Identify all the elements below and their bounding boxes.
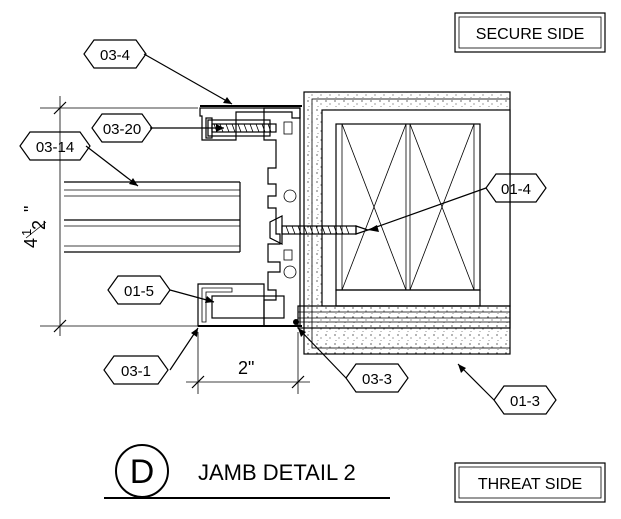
callout-01-5: 01-5: [107, 275, 171, 305]
callout-01-4-label: 01-4: [501, 181, 531, 198]
detail-title-text: JAMB DETAIL 2: [198, 460, 356, 485]
glazing-panel: [64, 181, 241, 253]
callout-03-1-label: 03-1: [121, 363, 151, 380]
callout-03-14: 03-14: [19, 131, 91, 161]
height-dimension: [40, 96, 198, 336]
height-dimension-fraction-bar: [25, 221, 47, 239]
callout-03-3-label: 03-3: [362, 371, 392, 388]
width-dimension-label: 2": [238, 358, 254, 378]
callout-01-5-label: 01-5: [124, 283, 154, 300]
callout-03-20-label: 03-20: [103, 121, 141, 138]
stud-framing: [335, 123, 481, 307]
callout-03-4-label: 03-4: [100, 47, 130, 64]
callout-01-3: 01-3: [493, 385, 557, 415]
width-dimension: [186, 332, 310, 394]
height-dimension-whole: 4: [21, 238, 41, 248]
threat-side-label: THREAT SIDE: [478, 476, 582, 493]
secure-side-label: SECURE SIDE: [476, 26, 584, 43]
callout-01-3-label: 01-3: [510, 393, 540, 410]
height-dimension-denominator: 2: [29, 220, 49, 230]
frame-profile: [197, 105, 302, 327]
screw-01-4: [269, 215, 370, 245]
height-dimension-unit: ": [21, 206, 41, 212]
height-dimension-numerator: 1: [19, 229, 34, 236]
callout-03-14-label: 03-14: [36, 139, 74, 156]
callout-03-20: 03-20: [91, 113, 153, 143]
leader-lines: [85, 53, 495, 401]
detail-letter: D: [130, 453, 155, 491]
callout-03-1: 03-1: [103, 355, 169, 385]
wall-assembly: [297, 91, 511, 355]
callout-03-4: 03-4: [83, 39, 147, 69]
threat-side-box: THREAT SIDE: [454, 462, 606, 503]
secure-side-box: SECURE SIDE: [454, 12, 606, 53]
detail-title: D JAMB DETAIL 2: [104, 444, 390, 499]
callout-03-3: 03-3: [345, 363, 409, 393]
sealant-bead: [293, 319, 299, 325]
callout-01-4: 01-4: [485, 173, 547, 203]
